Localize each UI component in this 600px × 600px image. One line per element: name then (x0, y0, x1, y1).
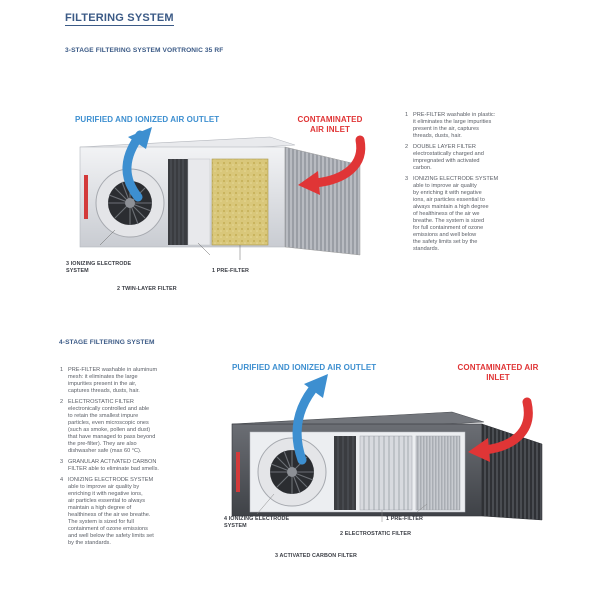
list-item: 1 PRE-FILTER washable in aluminum mesh: … (60, 367, 210, 395)
section2-callout-electrostatic: 2 ELECTROSTATIC FILTER (340, 531, 412, 537)
item-line: FILTER able to eliminate bad smells. (68, 466, 159, 472)
section2-callout-carbon: 3 ACTIVATED CARBON FILTER (275, 553, 357, 559)
item-line: that have managed to pass beyond (68, 434, 156, 440)
list-item: 2 DOUBLE LAYER FILTER electrostatically … (405, 144, 555, 172)
item-line: particles, even microscopic ones (68, 420, 149, 426)
section2-outlet-label: PURIFIED AND IONIZED AIR OUTLET (232, 363, 377, 372)
item-line: by enriching it with negative (413, 190, 482, 196)
inlet-arrow-icon (310, 135, 366, 188)
item-line: the safety limits set by the (413, 239, 478, 245)
item-line: impregnated with activated (413, 158, 480, 164)
section1-inlet-label: CONTAMINATED AIR INLET (285, 115, 375, 135)
section1-callout-ionizing: 3 IONIZING ELECTRODE SYSTEM (66, 261, 131, 275)
callout-line: SYSTEM (224, 523, 247, 529)
item-line: mesh: it eliminates the large (68, 374, 138, 380)
section1-inlet-line1: CONTAMINATED (297, 115, 363, 124)
item-line: carbon. (413, 165, 432, 171)
item-line: for full containment of ozone (413, 225, 484, 231)
unit-illustration-4stage (231, 374, 543, 522)
item-number: 1 (405, 112, 409, 118)
item-line: to retain the smallest impure (68, 413, 139, 419)
item-line: electrostatically charged and (413, 151, 484, 157)
section1-list: 1 PRE-FILTER washable in plastic: it eli… (405, 112, 555, 257)
item-line: standards. (413, 246, 440, 252)
item-line: always maintain a high degree (413, 204, 489, 210)
item-line: The system is sized for full (68, 519, 134, 525)
item-line: containment of ozone emissions (68, 526, 148, 532)
section1-inlet-line2: AIR INLET (309, 125, 350, 134)
item-line: maintain a high degree of (68, 505, 132, 511)
item-line: electronically controlled and able (68, 406, 150, 412)
item-line: ions, air particles essential to (413, 197, 485, 203)
item-line: of healthiness of the air we (413, 211, 480, 217)
item-number: 1 (60, 367, 64, 373)
section2-callout-ionizing: 4 IONIZING ELECTRODE SYSTEM (224, 516, 289, 530)
item-line: and well below the safety limits set (68, 533, 154, 539)
item-title: ELECTROSTATIC FILTER (68, 399, 134, 405)
item-line: (such as smoke, pollen and dust) (68, 427, 151, 433)
item-number: 2 (405, 144, 409, 150)
item-line: able to improve air quality (413, 183, 477, 189)
section2-inlet-line1: CONTAMINATED AIR (457, 363, 539, 372)
item-line: captures threads, dusts, hair. (68, 388, 140, 394)
item-line: washable in aluminum (100, 367, 158, 373)
item-title: GRANULAR ACTIVATED CARBON (68, 459, 157, 465)
item-line: washable in plastic: (445, 112, 496, 118)
list-item: 4 IONIZING ELECTRODE SYSTEM able to impr… (60, 477, 210, 547)
section2-heading: 4-STAGE FILTERING SYSTEM (59, 339, 155, 346)
item-title: DOUBLE LAYER FILTER (413, 144, 476, 150)
callout-line: SYSTEM (66, 268, 89, 274)
item-line: impurities present in the air, (68, 381, 137, 387)
section2-inlet-label: CONTAMINATED AIR INLET (448, 363, 548, 383)
item-line: threads, dusts, hair. (413, 133, 462, 139)
item-line: by the standards. (68, 540, 111, 546)
section2-inlet-line2: INLET (486, 373, 510, 382)
item-line: the pre-filter). They are also (68, 441, 137, 447)
unit-illustration-3stage (79, 127, 366, 260)
item-number: 4 (60, 477, 64, 483)
item-line: it eliminates the large impurities (413, 119, 492, 125)
callout-line: 3 IONIZING ELECTRODE (66, 261, 132, 267)
section1-callout-twin-layer: 2 TWIN-LAYER FILTER (117, 286, 177, 292)
section1-heading: 3-STAGE FILTERING SYSTEM VORTRONIC 35 RF (65, 47, 224, 54)
item-line: present in the air, captures (413, 126, 479, 132)
callout-line: 4 IONIZING ELECTRODE (224, 516, 290, 522)
item-title: IONIZING ELECTRODE SYSTEM (68, 477, 154, 483)
list-item: 3 IONIZING ELECTRODE SYSTEM able to impr… (405, 176, 555, 253)
item-line: enriching it with negative ions, (68, 491, 143, 497)
section2-callout-prefilter: 1 PRE-FILTER (386, 516, 424, 522)
item-line: able to improve air quality by (68, 484, 140, 490)
item-line: emissions and well below (413, 232, 477, 238)
inlet-arrow-icon (479, 397, 533, 455)
item-title: PRE-FILTER (413, 112, 446, 118)
item-line: dishwasher safe (max 60 °C). (68, 448, 142, 454)
section2-list: 1 PRE-FILTER washable in aluminum mesh: … (60, 367, 210, 551)
list-item: 3 GRANULAR ACTIVATED CARBON FILTER able … (60, 459, 210, 473)
list-item: 1 PRE-FILTER washable in plastic: it eli… (405, 112, 555, 140)
section1-outlet-label: PURIFIED AND IONIZED AIR OUTLET (75, 115, 220, 124)
item-line: breathe. The system is sized (413, 218, 485, 224)
page-title: FILTERING SYSTEM (65, 12, 174, 26)
item-number: 3 (60, 459, 64, 465)
item-title: PRE-FILTER (68, 367, 101, 373)
item-title: IONIZING ELECTRODE SYSTEM (413, 176, 499, 182)
item-number: 2 (60, 399, 64, 405)
item-line: air particles essential to always (68, 498, 146, 504)
item-line: healthiness of the air we breathe. (68, 512, 151, 518)
item-number: 3 (405, 176, 409, 182)
outlet-arrow-icon (292, 379, 322, 465)
section1-callout-prefilter: 1 PRE-FILTER (212, 268, 250, 274)
list-item: 2 ELECTROSTATIC FILTER electronically co… (60, 399, 210, 455)
